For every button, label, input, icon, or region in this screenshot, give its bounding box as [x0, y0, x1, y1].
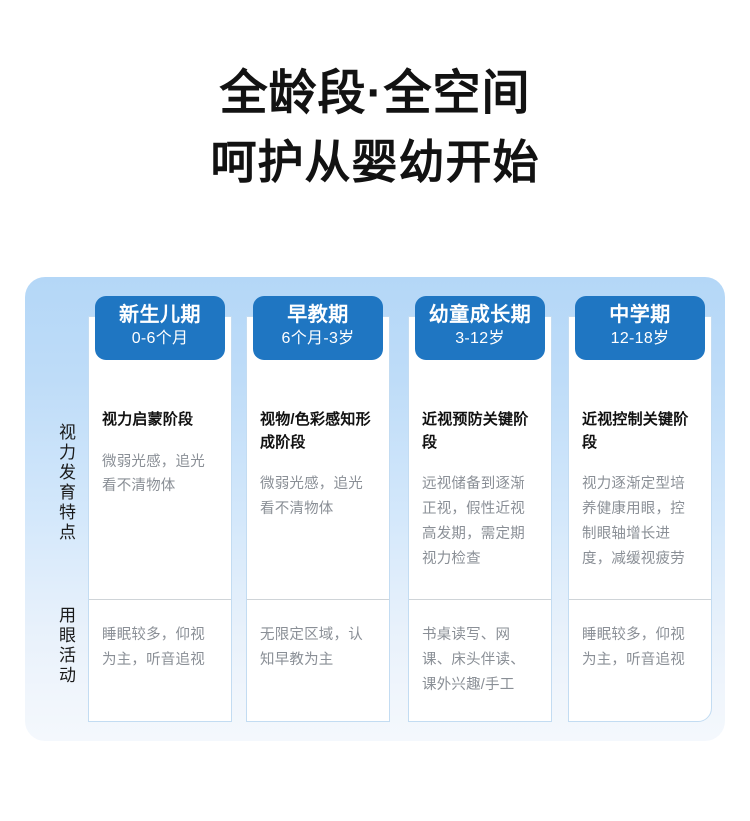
- activity-body: 无限定区域，认知早教为主: [260, 627, 363, 668]
- row-label-vision-development: 视力发育特点: [56, 423, 75, 543]
- stage-column-early-education[interactable]: 视物/色彩感知形成阶段 微弱光感，追光看不清物体 无限定区域，认知早教为主 早教…: [246, 296, 390, 722]
- page-title: 全龄段·全空间 呵护从婴幼开始: [0, 62, 750, 194]
- row-divider: [89, 599, 231, 600]
- stage-tab[interactable]: 幼童成长期 3-12岁: [415, 296, 545, 360]
- stage-card: 视物/色彩感知形成阶段 微弱光感，追光看不清物体 无限定区域，认知早教为主: [246, 316, 390, 722]
- stage-tab-age: 12-18岁: [610, 330, 670, 347]
- activity-body: 书桌读写、网课、床头伴读、课外兴趣/手工: [422, 627, 525, 693]
- stage-card: 近视预防关键阶段 远视储备到逐渐正视，假性近视高发期，需定期视力检查 书桌读写、…: [408, 316, 552, 722]
- title-line-primary: 全龄段·全空间: [219, 67, 531, 120]
- row-divider: [569, 599, 711, 600]
- vision-heading: 近视控制关键阶段: [582, 411, 689, 451]
- stage-column-newborn[interactable]: 视力启蒙阶段 微弱光感，追光看不清物体 睡眠较多，仰视为主，听音追视 新生儿期 …: [88, 296, 232, 722]
- stage-tab[interactable]: 中学期 12-18岁: [575, 296, 705, 360]
- activity-cell: 书桌读写、网课、床头伴读、课外兴趣/手工: [409, 623, 551, 698]
- stage-column-child-growth[interactable]: 近视预防关键阶段 远视储备到逐渐正视，假性近视高发期，需定期视力检查 书桌读写、…: [408, 296, 552, 722]
- vision-heading: 近视预防关键阶段: [422, 411, 529, 451]
- vision-body: 视力逐渐定型培养健康用眼，控制眼轴增长进度，减缓视疲劳: [582, 476, 685, 567]
- stage-card: 视力启蒙阶段 微弱光感，追光看不清物体 睡眠较多，仰视为主，听音追视: [88, 316, 232, 722]
- stage-tab-title: 中学期: [609, 304, 671, 326]
- vision-cell: 近视控制关键阶段 视力逐渐定型培养健康用眼，控制眼轴增长进度，减缓视疲劳: [569, 409, 711, 572]
- activity-cell: 睡眠较多，仰视为主，听音追视: [569, 623, 711, 673]
- vision-cell: 近视预防关键阶段 远视储备到逐渐正视，假性近视高发期，需定期视力检查: [409, 409, 551, 572]
- vision-body: 远视储备到逐渐正视，假性近视高发期，需定期视力检查: [422, 476, 525, 567]
- stage-tab-age: 6个月-3岁: [281, 330, 355, 347]
- stage-tab[interactable]: 早教期 6个月-3岁: [253, 296, 383, 360]
- activity-cell: 睡眠较多，仰视为主，听音追视: [89, 623, 231, 673]
- activity-body: 睡眠较多，仰视为主，听音追视: [102, 627, 205, 668]
- stage-tab-age: 0-6个月: [131, 330, 189, 347]
- stage-tab[interactable]: 新生儿期 0-6个月: [95, 296, 225, 360]
- vision-body: 微弱光感，追光看不清物体: [102, 453, 205, 495]
- stage-tab-age: 3-12岁: [455, 330, 505, 347]
- vision-heading: 视力启蒙阶段: [102, 411, 194, 428]
- stage-card: 近视控制关键阶段 视力逐渐定型培养健康用眼，控制眼轴增长进度，减缓视疲劳 睡眠较…: [568, 316, 712, 722]
- vision-heading: 视物/色彩感知形成阶段: [260, 411, 371, 451]
- stage-column-secondary-school[interactable]: 近视控制关键阶段 视力逐渐定型培养健康用眼，控制眼轴增长进度，减缓视疲劳 睡眠较…: [568, 296, 712, 722]
- row-divider: [409, 599, 551, 600]
- stage-tab-title: 新生儿期: [119, 304, 201, 326]
- stage-tab-title: 幼童成长期: [428, 304, 532, 326]
- activity-body: 睡眠较多，仰视为主，听音追视: [582, 627, 685, 668]
- stage-columns: 视力启蒙阶段 微弱光感，追光看不清物体 睡眠较多，仰视为主，听音追视 新生儿期 …: [88, 296, 712, 722]
- vision-body: 微弱光感，追光看不清物体: [260, 476, 363, 517]
- vision-cell: 视物/色彩感知形成阶段 微弱光感，追光看不清物体: [247, 409, 389, 522]
- activity-cell: 无限定区域，认知早教为主: [247, 623, 389, 673]
- title-line-secondary: 呵护从婴幼开始: [210, 136, 540, 189]
- vision-cell: 视力启蒙阶段 微弱光感，追光看不清物体: [89, 409, 231, 499]
- stage-tab-title: 早教期: [287, 304, 349, 326]
- row-divider: [247, 599, 389, 600]
- row-label-eye-activity: 用眼活动: [56, 606, 75, 686]
